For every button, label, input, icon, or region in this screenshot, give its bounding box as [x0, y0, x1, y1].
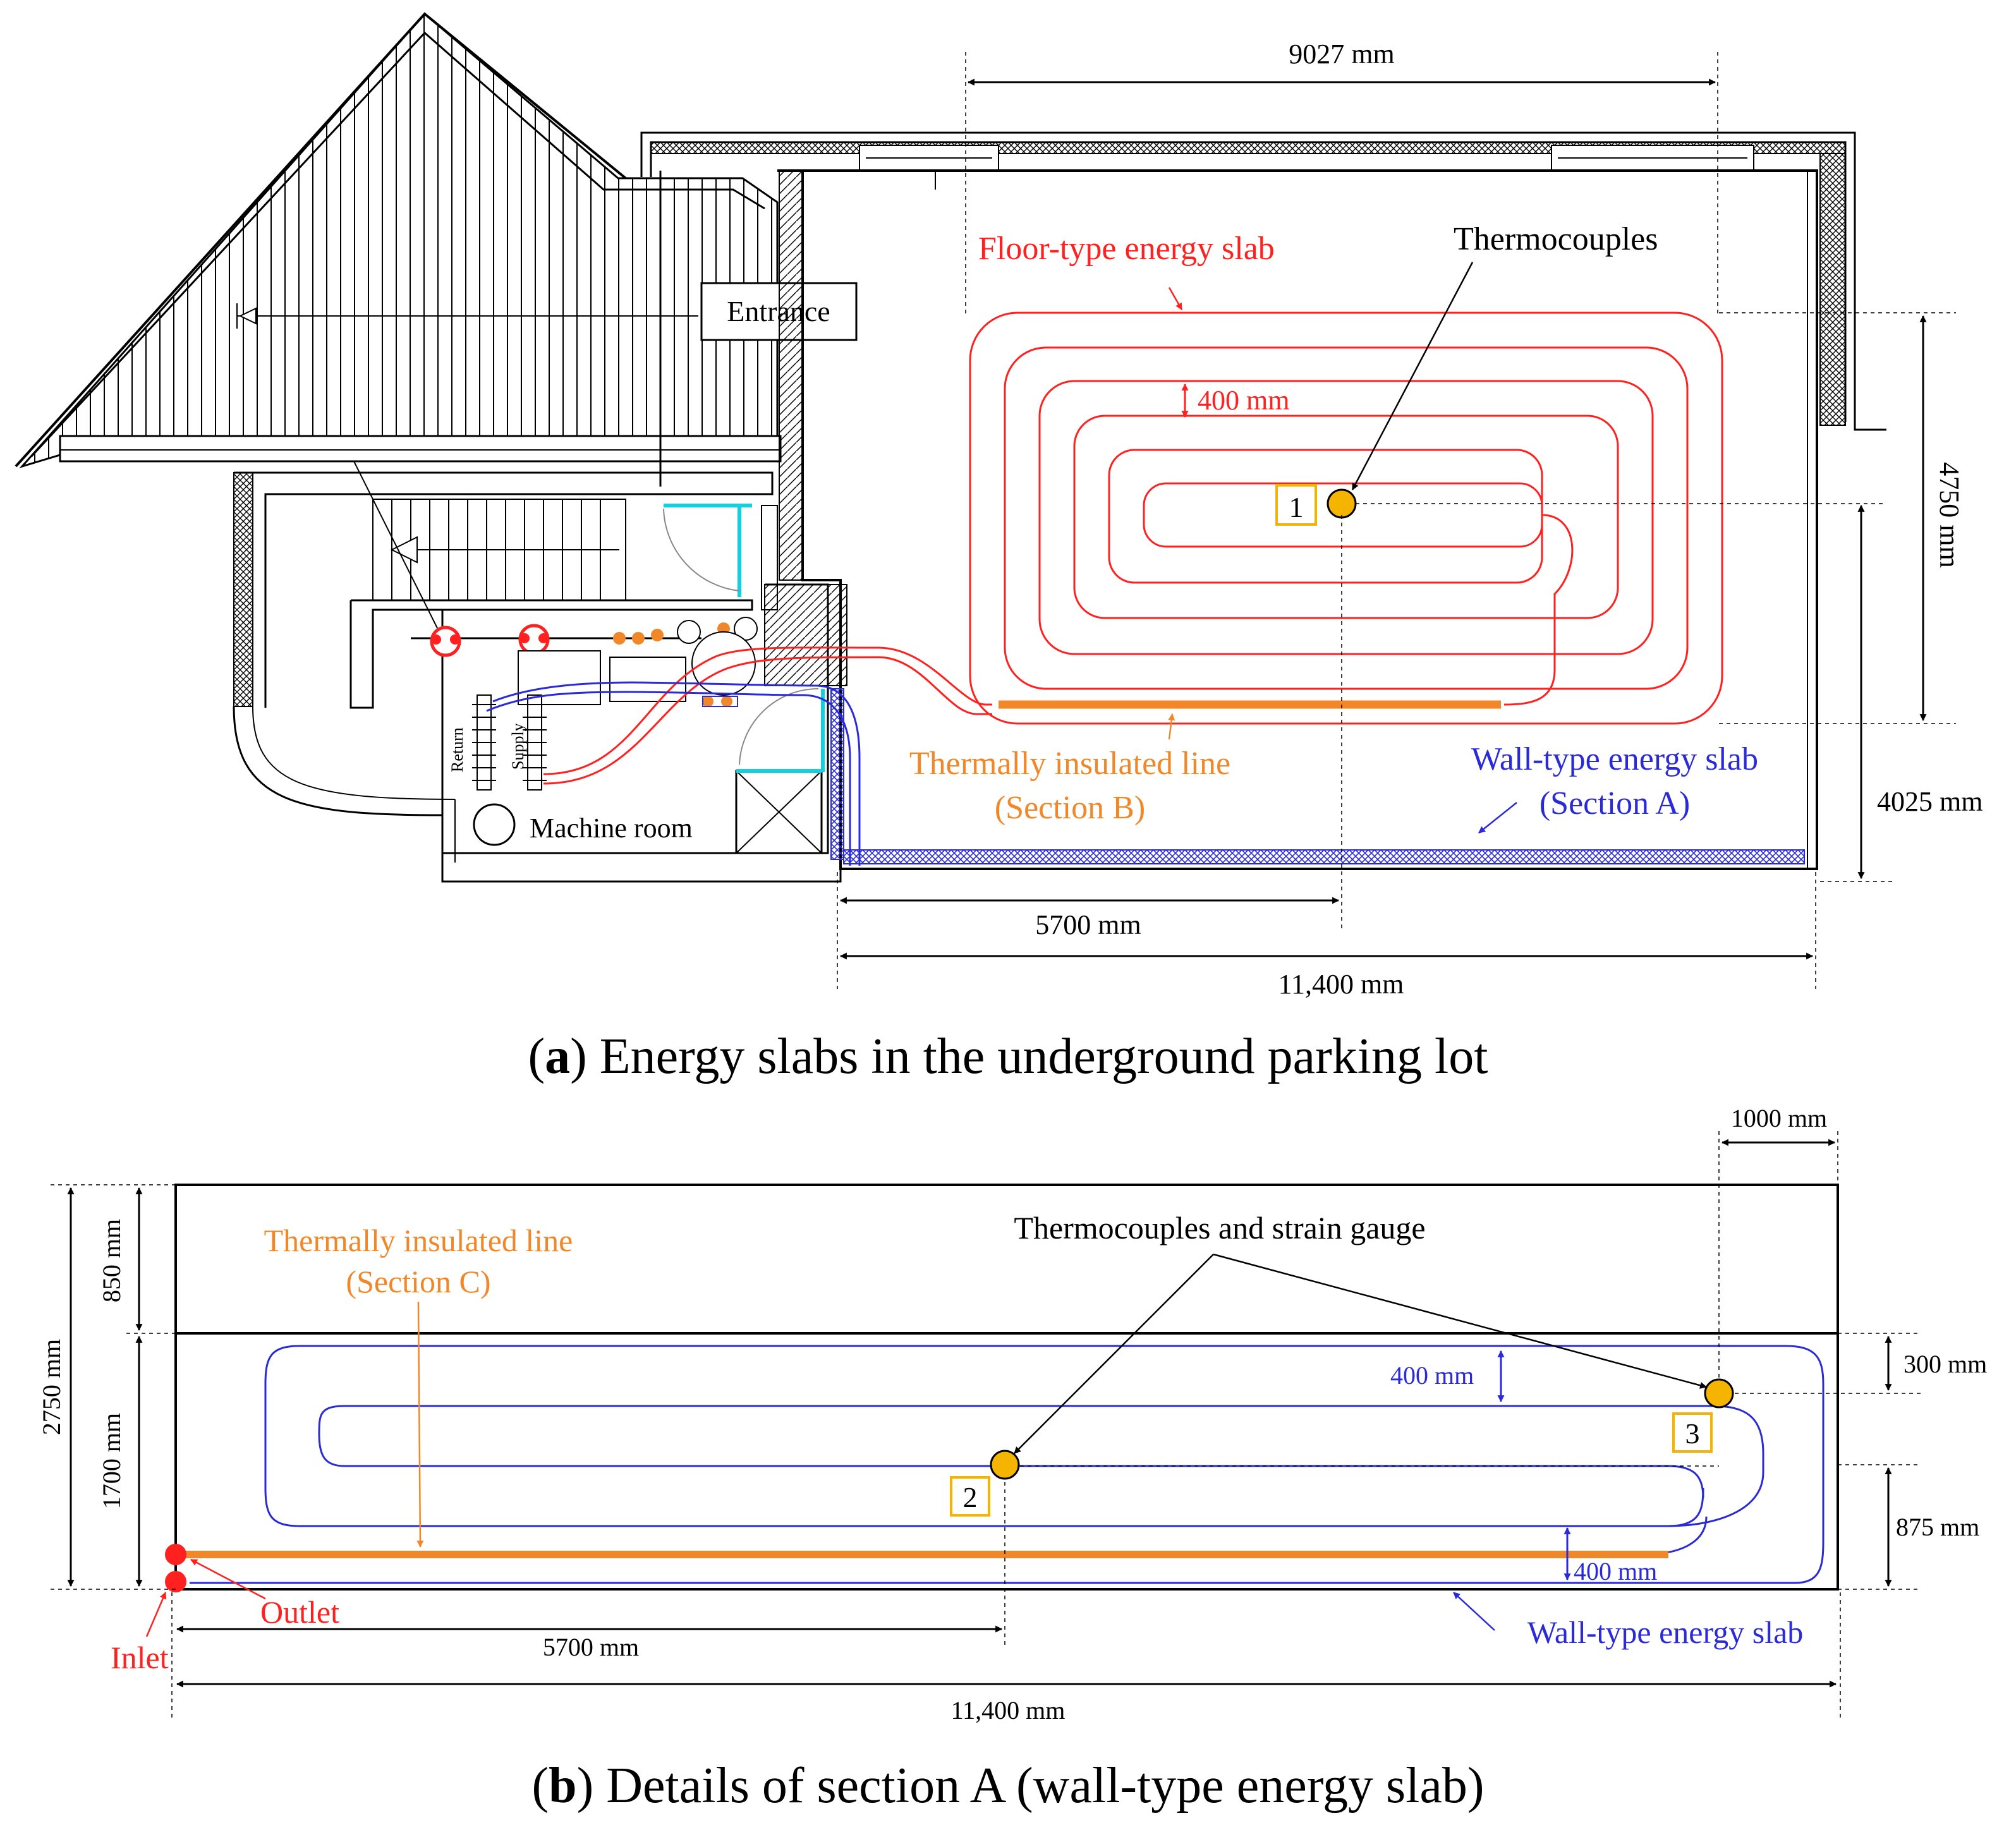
valve-icon [613, 632, 626, 645]
wall-slab-section-a [843, 849, 1805, 864]
sensor-2-dot [990, 1450, 1020, 1480]
dim-5700-a: 5700 mm [1035, 909, 1141, 940]
thermo-strain-label: Thermocouples and strain gauge [1014, 1210, 1425, 1245]
caption-a: (a) Energy slabs in the underground park… [528, 1029, 1488, 1084]
sensor-2-label: 2 [963, 1481, 978, 1513]
dim-1000: 1000 mm [1731, 1104, 1827, 1132]
sensor-2-box [950, 1476, 990, 1517]
floor-slab-label: Floor-type energy slab [978, 231, 1275, 267]
supply-label: Supply [509, 723, 527, 770]
ramp-roof [15, 12, 782, 468]
stair-block: Machine room [233, 461, 847, 883]
sensor-1-dot [1327, 488, 1357, 519]
machine-room-tank-icon [473, 803, 516, 846]
section-b-label: (Section B) [995, 790, 1145, 826]
supply-pipes [486, 646, 992, 866]
insulated-line-label-b: Thermally insulated line [264, 1223, 573, 1258]
sensor-3-label: 3 [1685, 1417, 1700, 1450]
wall-outline [174, 1184, 1839, 1591]
caption-b: (b) Details of section A (wall-type ener… [531, 1758, 1484, 1814]
dim-4025: 4025 mm [1877, 786, 1983, 817]
valve-icon [632, 632, 645, 645]
inlet-point [165, 1571, 186, 1592]
inlet-label: Inlet [111, 1640, 169, 1675]
dim-11400-b: 11,400 mm [951, 1696, 1066, 1724]
section-c-label: (Section C) [346, 1264, 490, 1299]
sensor-3-box [1672, 1412, 1713, 1453]
dim-1700: 1700 mm [97, 1413, 126, 1509]
machine-room-label: Machine room [530, 813, 693, 844]
section-a-label: (Section A) [1539, 785, 1690, 821]
sensor-1-label: 1 [1289, 491, 1304, 523]
manifolds: Return Supply [448, 694, 547, 791]
sensor-1-box [1275, 484, 1317, 526]
dim-11400-a: 11,400 mm [1278, 969, 1404, 1000]
wall-slab-loop [190, 1345, 1825, 1584]
dim-300: 300 mm [1904, 1350, 1987, 1378]
dim-2750: 2750 mm [37, 1339, 66, 1435]
floor-slab-loop [969, 312, 1723, 725]
dim-850: 850 mm [97, 1219, 126, 1302]
dim-pitch-bottom: 400 mm [1574, 1557, 1657, 1585]
dim-875: 875 mm [1896, 1513, 1979, 1541]
dim-pitch-top: 400 mm [1390, 1361, 1474, 1390]
mechanical-equipment [411, 617, 758, 707]
outlet-point [165, 1544, 186, 1565]
return-label: Return [448, 727, 466, 772]
panel-a-plan: Entrance [15, 12, 1983, 1084]
wall-slab-label: Wall-type energy slab [1471, 741, 1758, 777]
insulated-line-label: Thermally insulated line [909, 746, 1230, 782]
dim-5700-b: 5700 mm [543, 1633, 639, 1661]
floor-pitch-label: 400 mm [1198, 385, 1289, 416]
outlet-label: Outlet [260, 1594, 339, 1630]
dim-9027: 9027 mm [1289, 39, 1394, 70]
north-wall [640, 131, 1886, 431]
panel-b-section-a: Outlet Inlet 2 3 Thermally insulated lin… [37, 1104, 1987, 1814]
dim-4750: 4750 mm [1934, 462, 1965, 567]
valve-icon [651, 629, 664, 641]
thermocouples-label: Thermocouples [1454, 221, 1658, 257]
wall-slab-label-b: Wall-type energy slab [1527, 1615, 1804, 1650]
sensor-3-dot [1704, 1378, 1734, 1409]
